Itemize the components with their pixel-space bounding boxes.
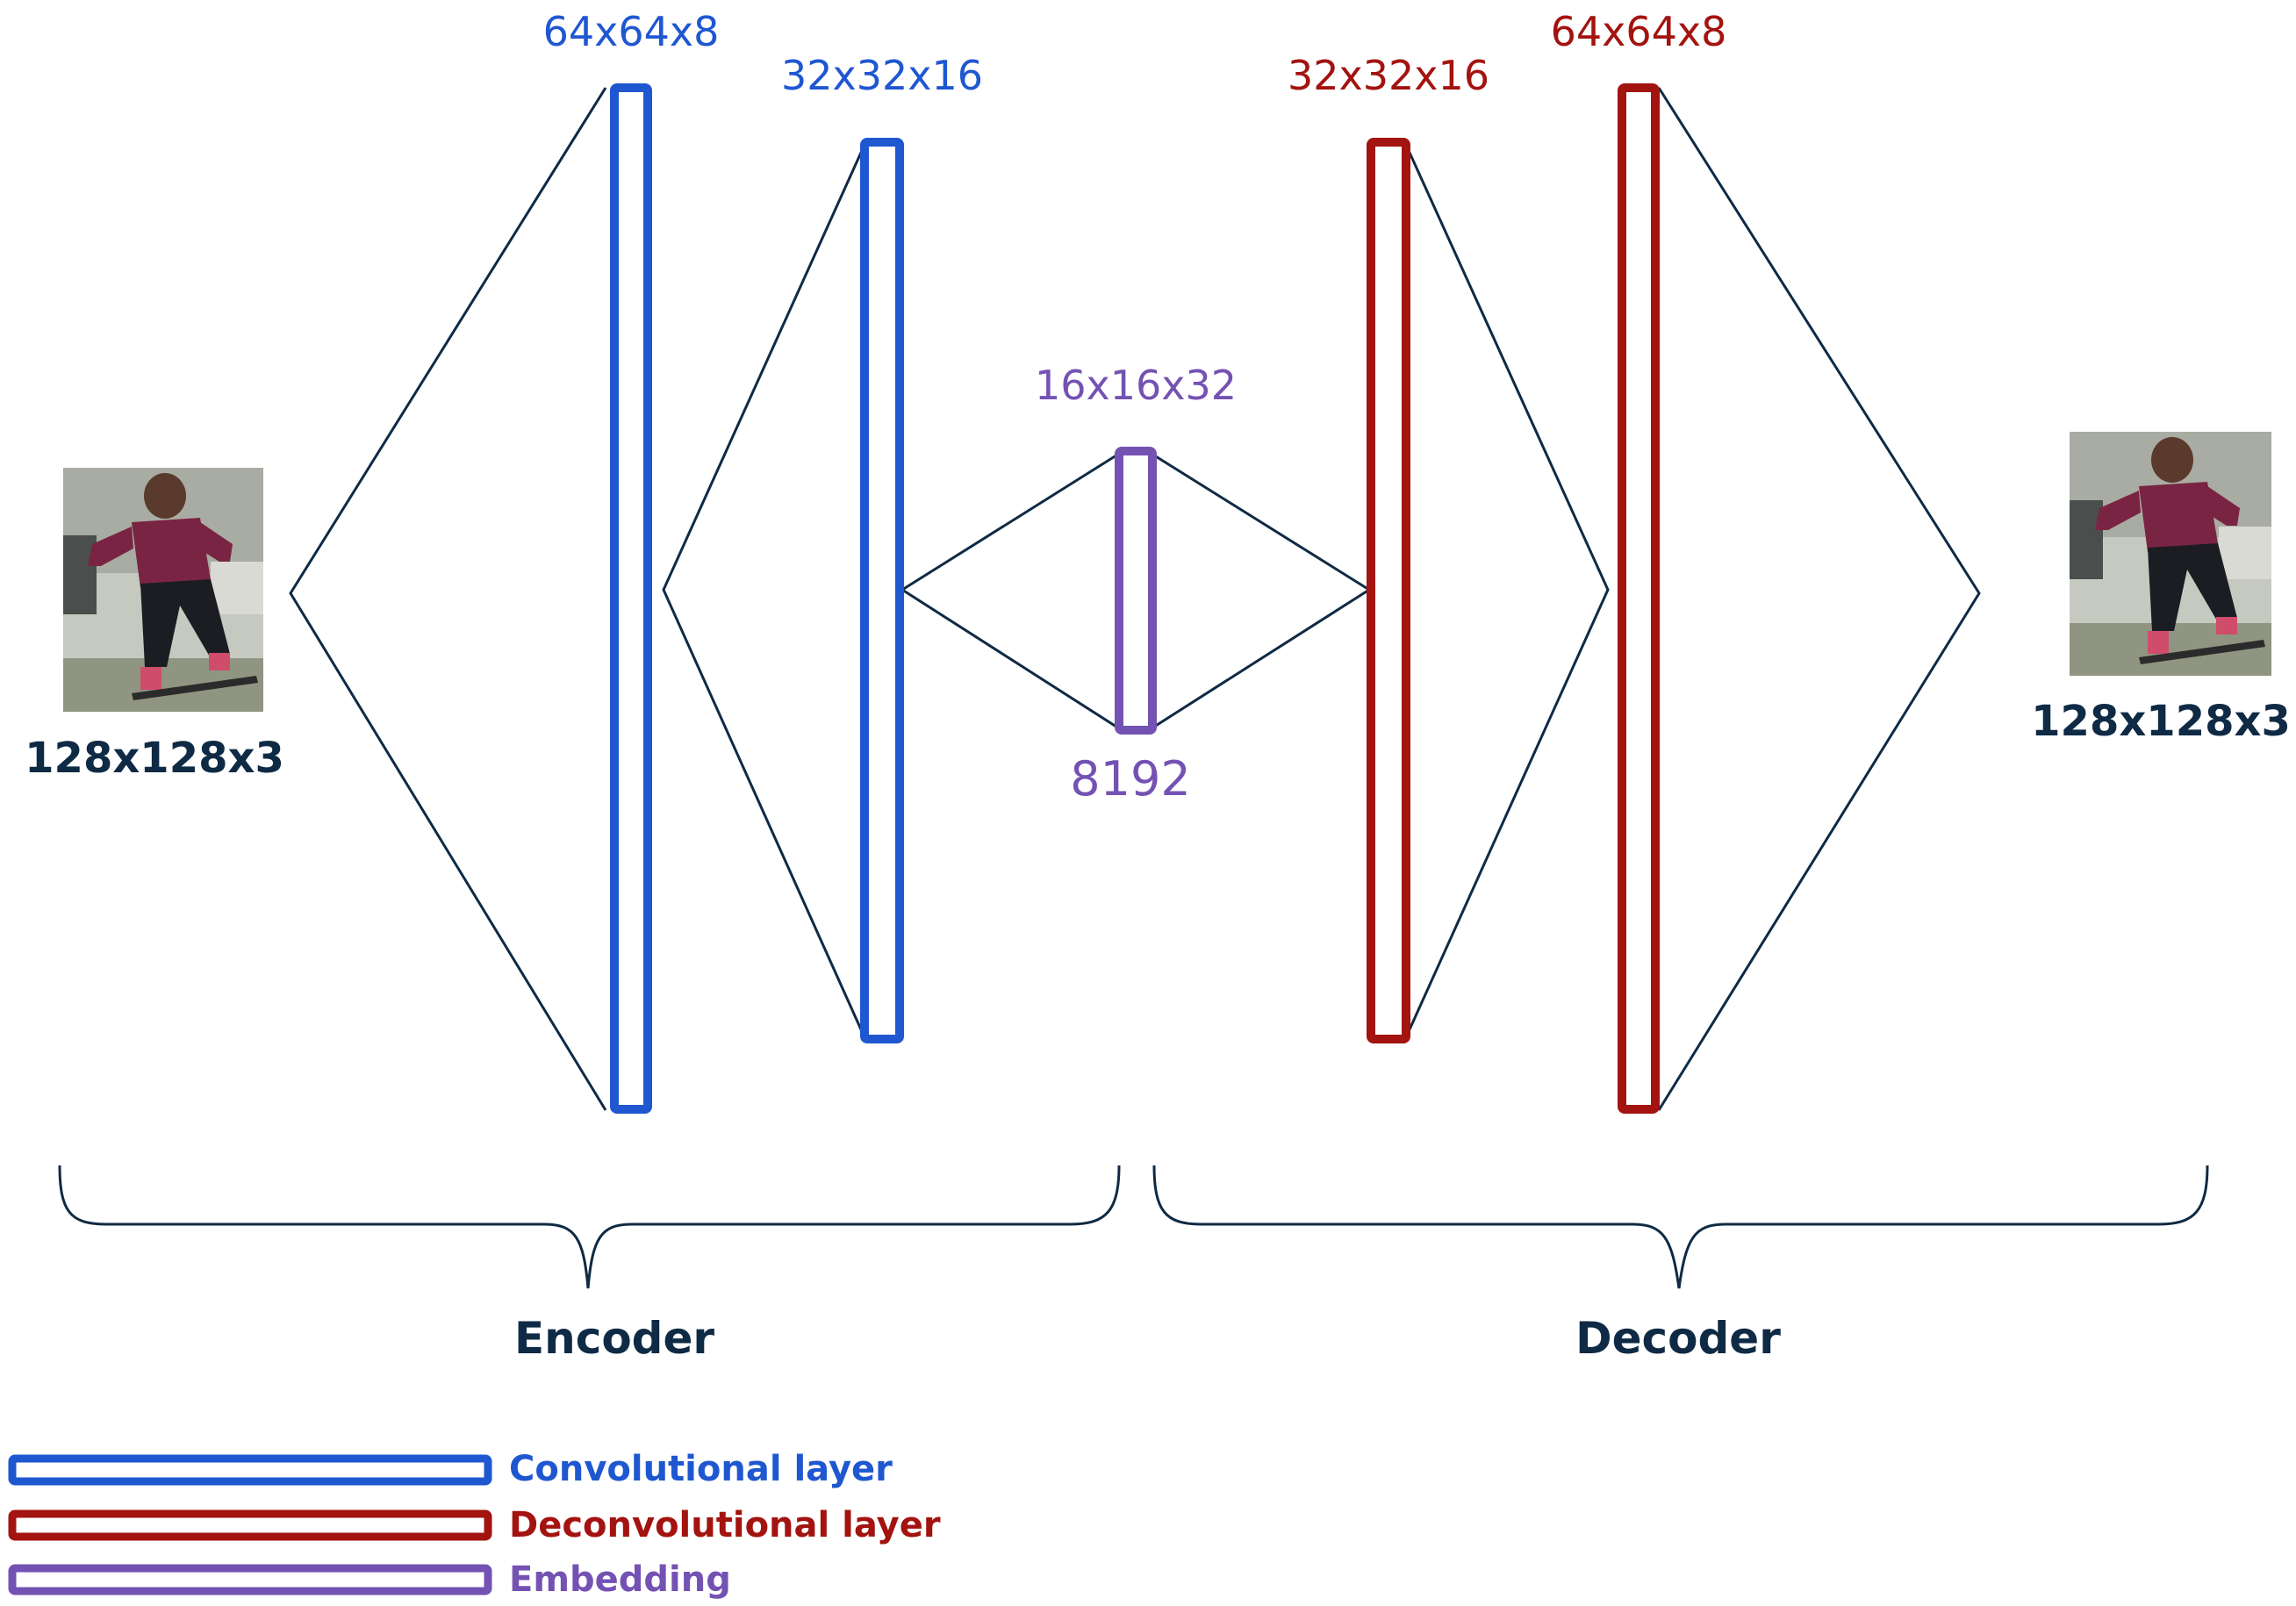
braces — [58, 1165, 2209, 1289]
legend: Convolutional layer Deconvolutional laye… — [8, 1449, 941, 1600]
embedding-to-deconv1-funnel — [1151, 452, 1372, 730]
deconv1-to-deconv2-funnel — [1404, 144, 1610, 1038]
encoder-brace — [58, 1165, 1121, 1289]
layer-bars — [610, 83, 1660, 1114]
decoder-deconv-layer-1 — [1367, 138, 1410, 1043]
encoder-layer-2-label: 32x32x16 — [781, 52, 983, 99]
input-dimension-label: 128x128x3 — [25, 734, 284, 783]
legend-swatch-embedding — [8, 1564, 492, 1595]
decoder-deconv-layer-2 — [1618, 83, 1660, 1114]
decoder-brace — [1152, 1165, 2209, 1289]
embedding-top-label: 16x16x32 — [1035, 362, 1237, 409]
encoder-label: Encoder — [514, 1313, 714, 1364]
input-to-conv1-funnel — [289, 87, 607, 1111]
legend-label-deconvolutional: Deconvolutional layer — [509, 1505, 941, 1545]
decoder-layer-2-label: 64x64x8 — [1551, 8, 1727, 55]
encoder-conv-layer-1 — [610, 83, 652, 1114]
decoder-layer-1-label: 32x32x16 — [1288, 52, 1489, 99]
encoder-conv-layer-2 — [860, 138, 904, 1043]
legend-label-convolutional: Convolutional layer — [509, 1449, 893, 1489]
output-image — [2070, 432, 2271, 676]
deconv2-to-output-funnel — [1657, 87, 1981, 1111]
legend-label-embedding: Embedding — [509, 1559, 731, 1600]
conv1-to-conv2-funnel — [662, 144, 866, 1038]
conv2-to-embedding-funnel — [900, 452, 1120, 730]
embedding-bottom-label: 8192 — [1070, 751, 1190, 807]
connection-lines — [289, 87, 1981, 1111]
output-dimension-label: 128x128x3 — [2031, 697, 2291, 746]
legend-swatch-convolutional — [8, 1454, 492, 1486]
legend-swatch-deconvolutional — [8, 1509, 492, 1541]
decoder-label: Decoder — [1575, 1313, 1781, 1364]
encoder-layer-1-label: 64x64x8 — [543, 8, 720, 55]
embedding-layer — [1115, 447, 1157, 735]
input-image — [63, 468, 263, 712]
